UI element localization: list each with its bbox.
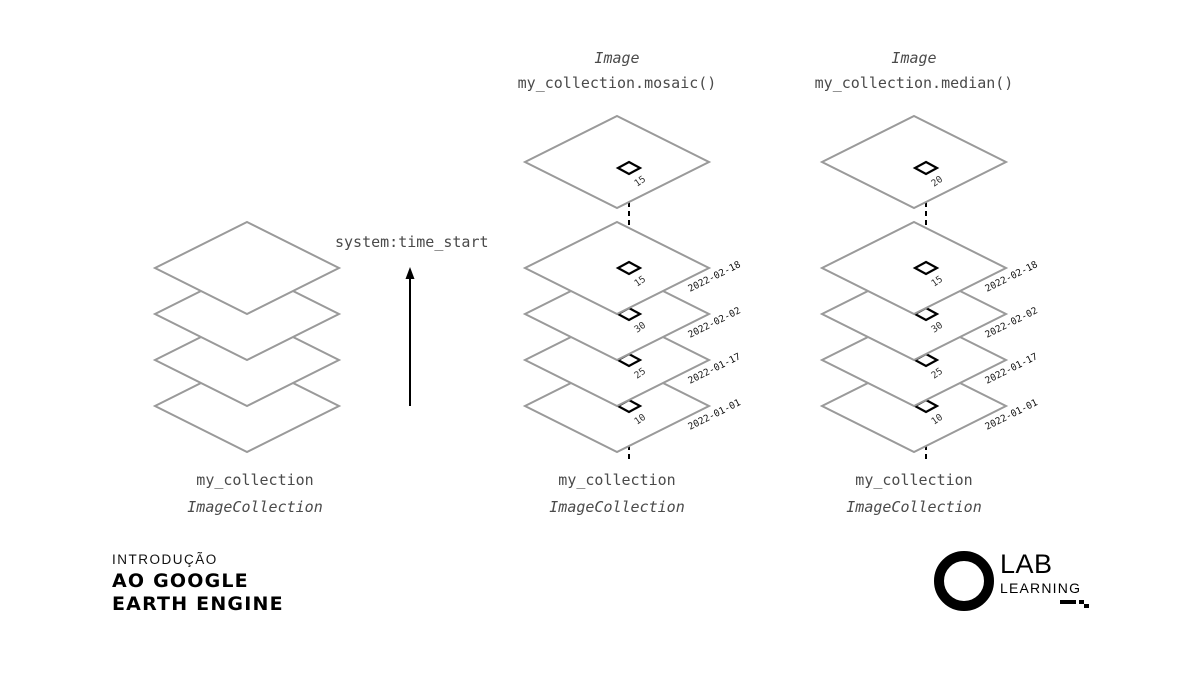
mosaic-layer-value: 25 — [632, 366, 648, 382]
mosaic-output-value: 15 — [632, 174, 648, 190]
median-stack-type: ImageCollection — [846, 498, 982, 516]
left-stack-name: my_collection — [196, 471, 314, 489]
mosaic-output-pixel-marker-icon — [615, 160, 643, 176]
median-layer-value: 15 — [929, 274, 945, 290]
footer-title-line1: AO GOOGLE — [112, 570, 249, 592]
median-layer-value: 25 — [929, 366, 945, 382]
logo-word-lab: LAB — [1000, 549, 1053, 579]
median-output-type: Image — [891, 49, 937, 67]
logo-mark-dot-1 — [1079, 600, 1084, 604]
time-axis-arrow-head — [405, 267, 415, 279]
footer-intro: INTRODUÇÃO — [112, 552, 218, 567]
footer-title-line2: EARTH ENGINE — [112, 593, 284, 615]
mosaic-pixel-marker-icon — [615, 260, 643, 276]
mosaic-output-layer — [522, 114, 712, 210]
median-output-call: my_collection.median() — [814, 74, 1014, 92]
median-pixel-marker-icon — [912, 260, 940, 276]
left-stack-layer — [152, 220, 342, 316]
mosaic-stack-name: my_collection — [558, 471, 676, 489]
logo-mark-bar — [1060, 600, 1076, 604]
lab-learning-logo — [934, 551, 1089, 611]
mosaic-stack-type: ImageCollection — [549, 498, 685, 516]
logo-ring-icon — [934, 551, 994, 611]
median-stack-name: my_collection — [855, 471, 973, 489]
logo-mark-dot-2 — [1084, 604, 1089, 608]
left-stack-type: ImageCollection — [187, 498, 323, 516]
mosaic-output-type: Image — [594, 49, 640, 67]
median-output-layer — [819, 114, 1009, 210]
time-axis-label: system:time_start — [335, 233, 489, 251]
mosaic-layer-value: 15 — [632, 274, 648, 290]
logo-word-learning: LEARNING — [1000, 580, 1082, 596]
median-output-pixel-marker-icon — [912, 160, 940, 176]
mosaic-output-call: my_collection.mosaic() — [517, 74, 717, 92]
